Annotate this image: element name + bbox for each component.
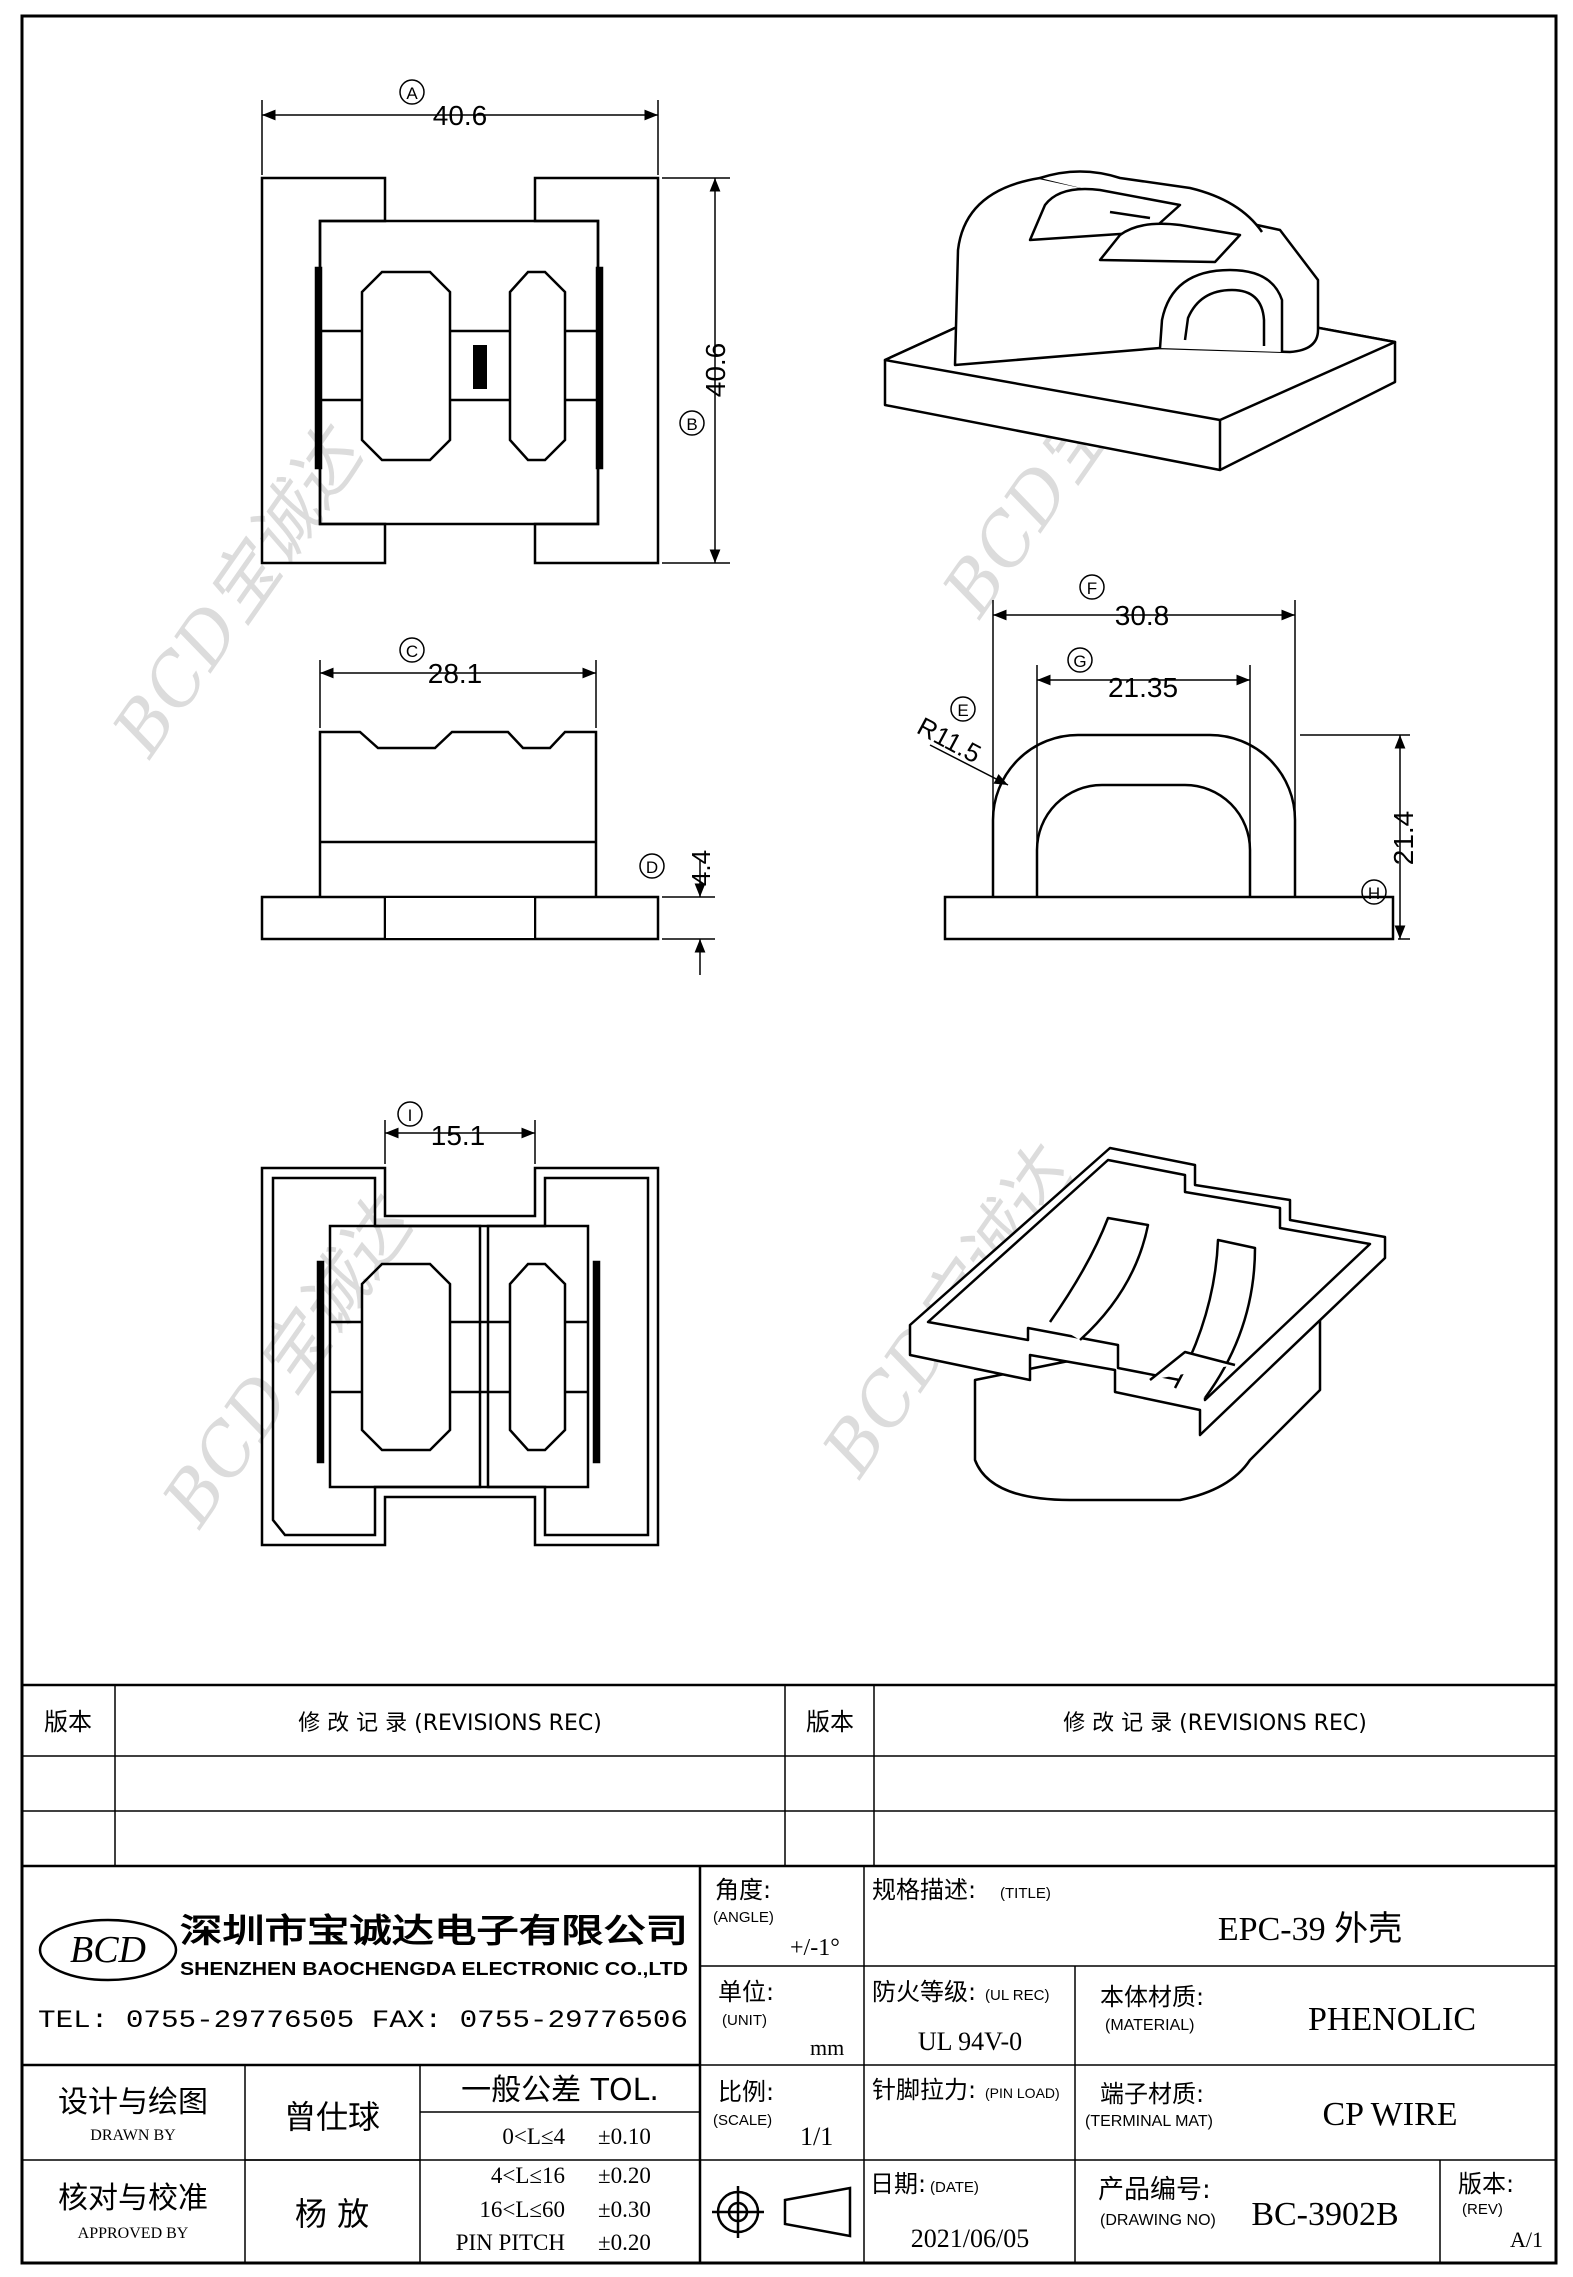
angle-value: +/-1° (790, 1935, 840, 1961)
company-logo: BCD (38, 1918, 178, 1982)
dimension-d-letter: D (646, 858, 658, 877)
date-label: 日期: (870, 2170, 926, 2198)
tolerance-table: 0<L≤4 ±0.10 4<L≤16 ±0.20 16<L≤60 ±0.30 P… (456, 2124, 651, 2255)
rev-version-label-right: 版本 (806, 1708, 854, 1736)
title-block (22, 1866, 1556, 2263)
isometric-view-bottom (908, 1146, 1387, 1502)
pinload-label-en: (PIN LOAD) (985, 2085, 1060, 2101)
tolerance-value: ±0.30 (598, 2197, 651, 2222)
dimension-g (1036, 647, 1251, 850)
angle-label: 角度: (715, 1876, 771, 1904)
unit-value: mm (810, 2035, 844, 2060)
angle-label-en: (ANGLE) (713, 1909, 774, 1926)
sheet-border (20, 14, 1558, 2265)
dimension-f (992, 574, 1296, 820)
dimension-i (384, 1101, 536, 1164)
dimension-h (1300, 734, 1410, 940)
pinload-label: 针脚拉力: (872, 2076, 976, 2104)
company-name-en: SHENZHEN BAOCHENGDA ELECTRONIC CO.,LTD (180, 1959, 688, 1979)
rev-label: 版本: (1458, 2170, 1514, 2198)
terminal-value: CP WIRE (1322, 2096, 1457, 2133)
dimension-i-letter: I (408, 1106, 413, 1125)
tolerance-range: 0<L≤4 (502, 2124, 565, 2149)
unit-label-en: (UNIT) (722, 2012, 767, 2029)
bottom-view (260, 1166, 660, 1547)
tolerance-value: ±0.10 (598, 2124, 651, 2149)
dimension-g-letter: G (1073, 652, 1086, 671)
dimension-c (319, 637, 597, 728)
scale-label-en: (SCALE) (713, 2112, 772, 2129)
tolerance-range: PIN PITCH (456, 2230, 565, 2255)
tolerance-range: 4<L≤16 (491, 2163, 565, 2188)
dimension-e-letter: E (957, 701, 968, 720)
tolerance-label: 一般公差 TOL. (461, 2073, 659, 2108)
dimension-c-value: 28.1 (428, 658, 483, 689)
logo-text: BCD (70, 1929, 146, 1971)
terminal-label: 端子材质: (1100, 2080, 1204, 2108)
dimension-a (261, 79, 659, 175)
ul-label: 防火等级: (872, 1978, 976, 2006)
dimension-a-value: 40.6 (433, 100, 488, 131)
material-value: PHENOLIC (1308, 2001, 1476, 2038)
dimension-a-letter: A (406, 84, 418, 103)
tolerance-value: ±0.20 (598, 2230, 651, 2255)
isometric-view-top (883, 170, 1397, 472)
unit-label: 单位: (718, 1978, 774, 2006)
projection-symbol-icon (712, 2186, 852, 2238)
rev-value: A/1 (1510, 2227, 1543, 2252)
dimension-e-value: R11.5 (912, 711, 986, 769)
approver-value: 杨 放 (295, 2195, 369, 2233)
company-name-cn: 深圳市宝诚达电子有限公司 (180, 1911, 688, 1950)
rev-record-label-right: 修 改 记 录 (REVISIONS REC) (1063, 1711, 1367, 1736)
watermark-text: BCD宝诚达 (96, 411, 383, 771)
top-view (260, 176, 660, 565)
title-value: EPC-39 外壳 (1218, 1910, 1402, 1948)
dimension-f-letter: F (1087, 579, 1097, 598)
dimension-h-letter: H (1368, 884, 1380, 903)
dimension-b (662, 177, 730, 564)
dimension-b-value: 40.6 (700, 343, 731, 398)
scale-label: 比例: (718, 2078, 774, 2106)
dimension-f-value: 30.8 (1115, 600, 1170, 631)
side-view (260, 730, 660, 941)
dimension-d (639, 853, 715, 975)
dimension-h-value: 21.4 (1388, 811, 1419, 866)
designer-label-en: DRAWN BY (90, 2127, 176, 2144)
dimension-e (929, 696, 1009, 786)
drawing-value: BC-3902B (1251, 2196, 1398, 2233)
material-label-en: (MATERIAL) (1105, 2017, 1194, 2034)
revisions-table (22, 1683, 1556, 1868)
tolerance-range: 16<L≤60 (479, 2197, 565, 2222)
date-label-en: (DATE) (930, 2179, 979, 2196)
scale-value: 1/1 (800, 2122, 833, 2151)
ul-label-en: (UL REC) (985, 1987, 1049, 2004)
tolerance-value: ±0.20 (598, 2163, 651, 2188)
dimension-i-value: 15.1 (431, 1120, 486, 1151)
rev-record-label-left: 修 改 记 录 (REVISIONS REC) (298, 1711, 602, 1736)
dimension-c-letter: C (406, 642, 418, 661)
approver-label: 核对与校准 (58, 2181, 208, 2216)
terminal-label-en: (TERMINAL MAT) (1085, 2113, 1213, 2130)
dimension-d-value: 4.4 (686, 850, 716, 886)
dimension-b-letter: B (686, 415, 697, 434)
rev-label-en: (REV) (1462, 2201, 1503, 2218)
date-value: 2021/06/05 (911, 2224, 1029, 2253)
company-contact: TEL: 0755-29776505 FAX: 0755-29776506 (38, 2006, 688, 2035)
approver-label-en: APPROVED BY (78, 2225, 189, 2242)
title-label-en: (TITLE) (1000, 1885, 1051, 1902)
designer-value: 曾仕球 (284, 2098, 380, 2136)
front-view (943, 733, 1395, 941)
rev-version-label-left: 版本 (44, 1708, 92, 1736)
drawing-label-en: (DRAWING NO) (1100, 2212, 1216, 2229)
title-label: 规格描述: (872, 1876, 976, 1904)
drawing-label: 产品编号: (1098, 2175, 1211, 2205)
material-label: 本体材质: (1100, 1983, 1204, 2011)
ul-value: UL 94V-0 (918, 2027, 1022, 2056)
designer-label: 设计与绘图 (58, 2085, 208, 2120)
dimension-g-value: 21.35 (1108, 672, 1178, 703)
